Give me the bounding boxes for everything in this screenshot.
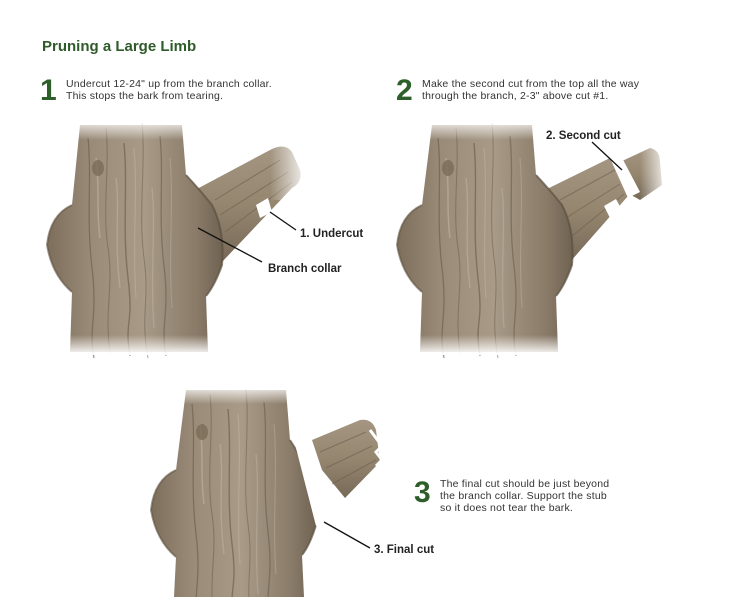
- undercut-label: 1. Undercut: [300, 228, 364, 240]
- step-2-number: 2: [396, 74, 413, 107]
- illustration-step-2: [390, 118, 670, 359]
- step-3-line-3: so it does not tear the bark.: [440, 502, 574, 514]
- step-2-text: Make the second cut from the top all the…: [422, 78, 639, 102]
- page-title: Pruning a Large Limb: [42, 38, 197, 55]
- step-2-line-1: Make the second cut from the top all the…: [422, 78, 640, 90]
- final-cut-line: [296, 448, 326, 526]
- undercut-mark: [256, 198, 272, 218]
- step-3-line-1: The final cut should be just beyond: [440, 478, 610, 490]
- branch-collar-leader-line: [197, 227, 263, 263]
- step-1-text: Undercut 12-24" up from the branch colla…: [66, 78, 272, 102]
- branch-collar-label: Branch collar: [268, 263, 342, 275]
- second-cut-label: 2. Second cut: [546, 130, 621, 142]
- final-cut-leader-line: [323, 521, 371, 549]
- step-2-line-2: through the branch, 2-3" above cut #1.: [422, 90, 609, 102]
- step-3-line-2: the branch collar. Support the stub: [440, 490, 607, 502]
- step-1-line-2: This stops the bark from tearing.: [66, 90, 224, 102]
- step-3-text: The final cut should be just beyond the …: [440, 478, 609, 514]
- final-cut-label: 3. Final cut: [374, 544, 435, 556]
- illustration-step-1: [40, 118, 310, 359]
- second-cut-leader-line: [591, 141, 623, 171]
- step-1-number: 1: [40, 74, 57, 107]
- illustration-step-3: [145, 384, 384, 597]
- undercut-leader-line: [269, 211, 297, 231]
- step-3-number: 3: [414, 476, 431, 509]
- step-1-line-1: Undercut 12-24" up from the branch colla…: [66, 78, 272, 90]
